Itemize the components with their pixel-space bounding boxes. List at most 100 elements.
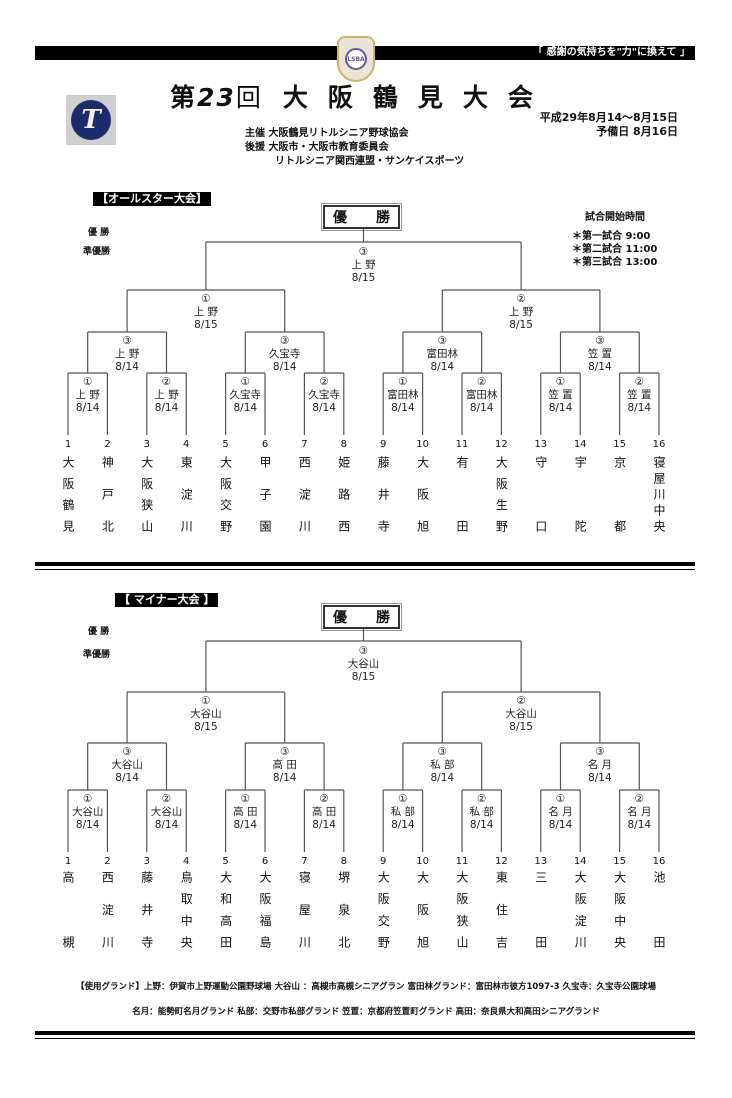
match-date: 8/15 <box>194 319 218 331</box>
team-number: 13 <box>534 856 548 867</box>
team-number: 3 <box>143 439 150 450</box>
team-number: 1 <box>64 856 72 867</box>
match-number: ② <box>319 793 329 805</box>
match-date: 8/15 <box>351 671 376 683</box>
team-name: 大阪旭 <box>415 456 430 532</box>
match-number: ③ <box>122 335 132 347</box>
team-number: 16 <box>652 856 666 867</box>
match-venue: 富田林 <box>387 389 419 401</box>
match-number: ① <box>240 793 250 805</box>
match-number: ③ <box>358 246 369 258</box>
team-number: 15 <box>613 856 626 867</box>
match-date: 8/14 <box>548 402 573 414</box>
match-number: ③ <box>595 335 605 347</box>
match-date: 8/14 <box>627 402 652 414</box>
match-date: 8/14 <box>627 819 652 831</box>
team-logo-icon: T <box>66 95 116 145</box>
team-number: 2 <box>104 439 111 450</box>
section-heading: 【オールスター大会】 <box>93 192 211 206</box>
match-date: 8/14 <box>115 772 139 784</box>
team-name: 高槻 <box>61 871 75 948</box>
match-date: 8/15 <box>351 272 376 284</box>
match-venue: 富田林 <box>426 348 459 360</box>
runner-up-label: 準優勝 <box>83 650 111 660</box>
runner-up-label: 準優勝 <box>83 247 111 257</box>
team-number: 10 <box>416 439 429 450</box>
start-time-3: ＊第三試合 13:00 <box>572 257 658 268</box>
date-range: 平成29年8月14～8月15日 <box>539 111 678 124</box>
match-venue: 久宝寺 <box>229 389 262 401</box>
match-venue: 上 野 <box>351 259 376 271</box>
team-number: 7 <box>301 856 308 867</box>
team-number: 8 <box>340 856 347 867</box>
match-number: ③ <box>437 746 447 758</box>
team-name: 寝屋川 <box>297 871 312 948</box>
match-venue: 大谷山 <box>190 708 222 720</box>
team-name: 大阪淀川 <box>573 871 588 948</box>
team-name: 大阪狭山 <box>455 871 469 948</box>
team-name: 大阪鶴見 <box>61 456 75 532</box>
team-name: 姫路西 <box>336 456 351 532</box>
team-name: 堺泉北 <box>336 871 351 948</box>
team-name: 池田 <box>652 871 666 948</box>
match-date: 8/14 <box>154 402 179 414</box>
match-date: 8/14 <box>469 402 494 414</box>
match-number: ① <box>82 376 93 388</box>
slogan: 「 感謝の気持ちを"力"に換えて 」 <box>533 47 690 58</box>
divider <box>35 569 695 570</box>
match-date: 8/14 <box>588 772 612 784</box>
match-venue: 笠 置 <box>627 389 652 401</box>
match-number: ② <box>319 376 329 388</box>
match-number: ② <box>634 793 644 805</box>
start-time-1: ＊第一試合 9:00 <box>572 231 651 242</box>
team-number: 13 <box>534 439 548 450</box>
team-name: 三田 <box>533 871 548 948</box>
match-number: ② <box>476 376 487 388</box>
team-number: 15 <box>613 439 626 450</box>
champion-char: 勝 <box>376 610 390 626</box>
match-date: 8/14 <box>312 819 336 831</box>
match-number: ③ <box>437 335 447 347</box>
match-date: 8/14 <box>115 361 139 373</box>
match-number: ③ <box>122 746 132 758</box>
team-number: 9 <box>380 856 387 867</box>
support-2: リトルシニア関西連盟・サンケイスポーツ <box>275 156 465 167</box>
team-name: 東住吉 <box>494 871 509 948</box>
match-venue: 高 田 <box>233 806 258 818</box>
match-date: 8/14 <box>391 402 415 414</box>
match-number: ① <box>398 793 408 805</box>
team-name: 鳥取中央 <box>179 871 194 948</box>
team-name: 大和高田 <box>218 871 233 948</box>
team-name: 寝屋川中央 <box>652 456 666 532</box>
team-name: 神戸北 <box>100 456 115 532</box>
match-venue: 笠 置 <box>587 348 613 360</box>
match-venue: 上 野 <box>75 389 100 401</box>
match-date: 8/14 <box>154 819 179 831</box>
support-1: 後援 大阪市・大阪市教育委員会 <box>245 142 389 153</box>
champion-box: 優勝 <box>321 203 402 231</box>
team-name: 西淀川 <box>297 456 312 532</box>
team-name: 有田 <box>455 456 469 532</box>
logo-letter: T <box>71 100 111 140</box>
divider <box>35 1031 695 1035</box>
match-venue: 名 月 <box>548 806 573 818</box>
match-date: 8/15 <box>509 721 533 733</box>
match-number: ③ <box>595 746 605 758</box>
team-number: 14 <box>573 856 587 867</box>
match-venue: 富田林 <box>465 389 498 401</box>
match-number: ② <box>516 695 526 707</box>
match-number: ① <box>240 376 250 388</box>
match-number: ② <box>634 376 644 388</box>
team-name: 大阪交野 <box>218 456 233 532</box>
match-date: 8/14 <box>233 819 258 831</box>
